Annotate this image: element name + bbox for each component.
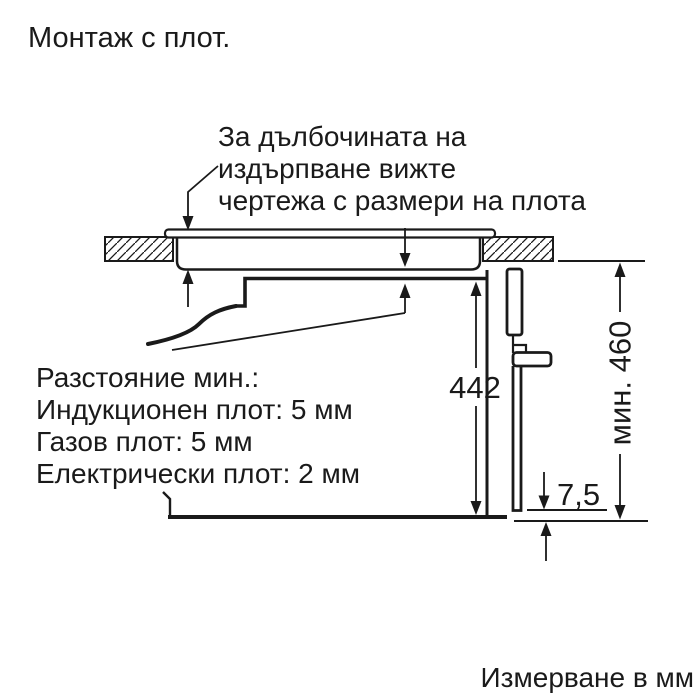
dim-460-arrow-up-icon bbox=[614, 262, 626, 277]
dimension-bottom-gap: 7,5 bbox=[538, 472, 600, 561]
dim-460-label: мин. 460 bbox=[603, 321, 638, 446]
units-note: Измерване в мм bbox=[481, 662, 694, 693]
countertop-right-section bbox=[482, 236, 554, 262]
gap-arrow-up-icon bbox=[399, 283, 411, 298]
dim-75-arrow-up-icon bbox=[540, 522, 552, 536]
countertop-left-section bbox=[104, 236, 174, 262]
clearance-gap-arrows bbox=[171, 228, 411, 351]
oven-knob bbox=[511, 351, 553, 368]
dim-442-label: 442 bbox=[449, 370, 501, 405]
clearance-leader-line bbox=[171, 312, 406, 351]
oven-front-break-curve bbox=[146, 304, 238, 346]
pullout-note-line-1: За дълбочината на bbox=[218, 121, 467, 152]
clearance-note-line-1: Разстояние мин.: bbox=[36, 362, 259, 393]
oven-control-panel bbox=[505, 267, 524, 337]
clearance-note-line-2: Индукционен плот: 5 мм bbox=[36, 394, 353, 425]
dim-442-arrow-up-icon bbox=[470, 281, 482, 296]
clearance-note: Разстояние мин.: Индукционен плот: 5 мм … bbox=[36, 362, 360, 489]
pullout-note-line-3: чертежа с размери на плота bbox=[218, 185, 586, 216]
clearance-note-line-4: Електрически плот: 2 мм bbox=[36, 458, 360, 489]
dimension-niche-height: мин. 460 bbox=[603, 262, 638, 520]
dim-75-label: 7,5 bbox=[557, 477, 600, 512]
dim-75-arrow-down-icon bbox=[538, 495, 550, 510]
pullout-leader-arrow-down-icon bbox=[182, 216, 194, 231]
dim-460-arrow-down-icon bbox=[614, 505, 626, 520]
page-title: Монтаж с плот. bbox=[28, 22, 230, 54]
countertop bbox=[104, 236, 554, 262]
pullout-note: За дълбочината на издърпване вижте черте… bbox=[218, 121, 586, 216]
gap-arrow-down-icon bbox=[399, 253, 411, 267]
oven-top-edge bbox=[236, 276, 487, 308]
oven-door-front bbox=[511, 366, 523, 512]
pullout-note-line-2: издърпване вижте bbox=[218, 153, 456, 184]
oven-panel-step bbox=[511, 335, 528, 353]
pullout-leader-line bbox=[187, 165, 219, 217]
hob-flange bbox=[163, 228, 497, 239]
dimension-oven-height: 442 bbox=[449, 281, 501, 515]
hob-tub bbox=[175, 237, 482, 271]
dim-442-arrow-down-icon bbox=[470, 501, 482, 515]
hob bbox=[163, 228, 497, 271]
pullout-leader bbox=[182, 165, 219, 231]
clearance-note-line-3: Газов плот: 5 мм bbox=[36, 426, 253, 457]
oven-bottom-break-tick bbox=[162, 491, 172, 515]
reference-lines bbox=[514, 260, 648, 522]
oven bbox=[146, 267, 553, 519]
gap-arrow-up-left-icon bbox=[182, 269, 194, 284]
